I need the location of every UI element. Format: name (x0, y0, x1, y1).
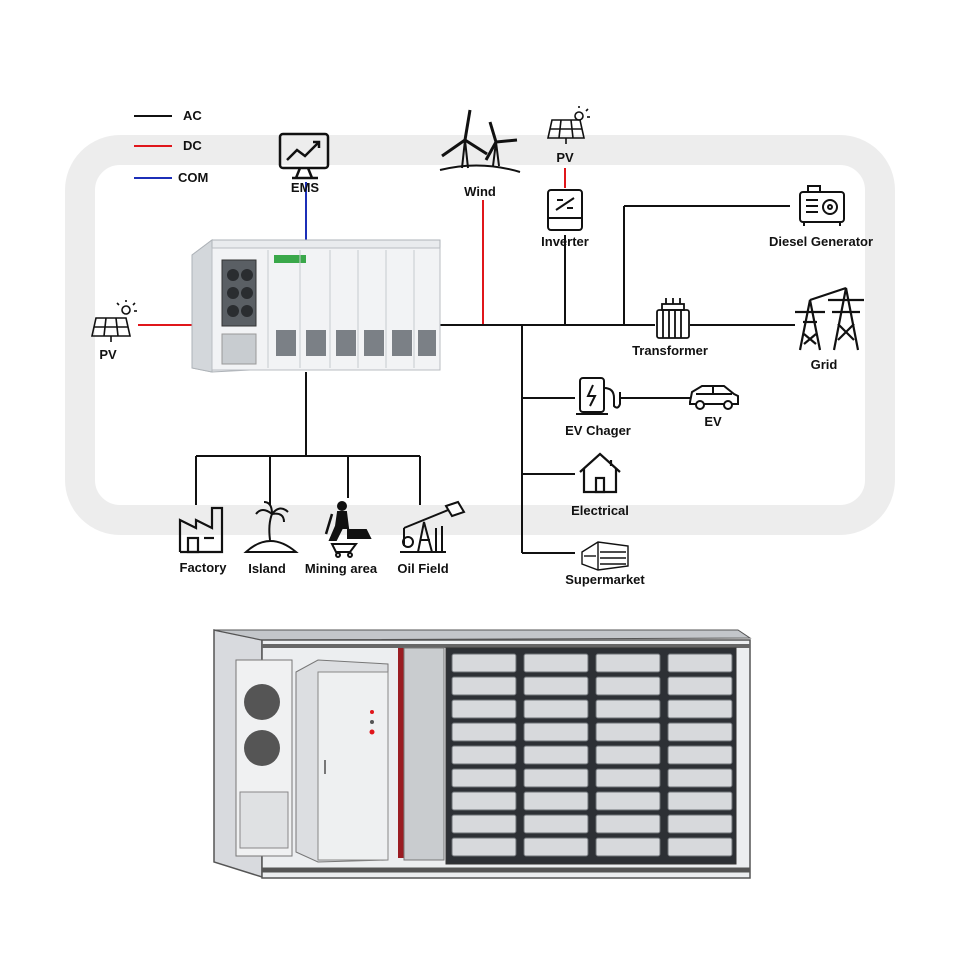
battery-module (595, 768, 661, 788)
label-electrical: Electrical (571, 503, 629, 518)
battery-module (523, 768, 589, 788)
battery-module (451, 676, 517, 696)
island-icon (243, 501, 299, 553)
diesel-generator-icon (799, 185, 845, 226)
battery-module (523, 699, 589, 719)
label-grid: Grid (810, 357, 838, 372)
battery-module (451, 722, 517, 742)
legend-line-ac (134, 115, 172, 117)
battery-module (523, 653, 589, 673)
battery-module (595, 722, 661, 742)
battery-module (523, 814, 589, 834)
battery-module (595, 814, 661, 834)
battery-module (667, 699, 733, 719)
label-ems: EMS (290, 180, 320, 195)
battery-module (451, 837, 517, 857)
battery-module (451, 699, 517, 719)
battery-module (595, 837, 661, 857)
battery-module (451, 745, 517, 765)
label-diesel-generator: Diesel Generator (768, 234, 874, 249)
label-ev-charger: EV Chager (565, 423, 631, 438)
battery-module (523, 722, 589, 742)
ac-lines (195, 205, 795, 554)
battery-module (667, 745, 733, 765)
label-supermarket: Supermarket (565, 572, 645, 587)
battery-module (595, 653, 661, 673)
label-ev: EV (704, 414, 722, 429)
label-factory: Factory (179, 560, 227, 575)
battery-module (451, 653, 517, 673)
battery-module (667, 837, 733, 857)
power-tower-icon (795, 286, 864, 351)
house-icon (579, 452, 621, 494)
label-pv-top: PV (556, 150, 574, 165)
battery-module (595, 745, 661, 765)
legend-label-dc: DC (183, 138, 202, 153)
wind-turbine-icon (439, 109, 521, 173)
label-transformer: Transformer (632, 343, 708, 358)
legend-label-com: COM (178, 170, 209, 185)
label-mining-area: Mining area (304, 561, 378, 576)
oil-pump-icon (400, 500, 466, 553)
inverter-icon (547, 189, 583, 231)
battery-module (595, 676, 661, 696)
label-inverter: Inverter (541, 234, 589, 249)
label-island: Island (248, 561, 286, 576)
label-pv-left: PV (99, 347, 117, 362)
legend-label-ac: AC (183, 108, 202, 123)
battery-module (595, 699, 661, 719)
battery-module (667, 653, 733, 673)
battery-module (667, 814, 733, 834)
battery-module (523, 791, 589, 811)
solar-panel-icon-left (91, 300, 137, 342)
car-icon (689, 385, 739, 410)
legend-line-dc (134, 145, 172, 147)
battery-module (523, 837, 589, 857)
label-wind: Wind (464, 184, 496, 199)
label-oil-field: Oil Field (397, 561, 449, 576)
solar-panel-icon-top (547, 106, 590, 144)
mining-icon (324, 501, 372, 558)
battery-rack (451, 653, 733, 857)
battery-module (451, 814, 517, 834)
transformer-icon (656, 298, 690, 339)
battery-module (667, 791, 733, 811)
battery-module (667, 722, 733, 742)
ev-charger-icon (576, 377, 621, 415)
battery-module (667, 768, 733, 788)
battery-module (451, 791, 517, 811)
monitor-icon (278, 132, 330, 180)
battery-module (451, 768, 517, 788)
legend-line-com (134, 177, 172, 179)
storage-container-image (191, 239, 441, 373)
factory-icon (178, 506, 224, 554)
battery-module (667, 676, 733, 696)
battery-module (523, 745, 589, 765)
battery-module (595, 791, 661, 811)
supermarket-icon (581, 541, 629, 571)
battery-module (523, 676, 589, 696)
